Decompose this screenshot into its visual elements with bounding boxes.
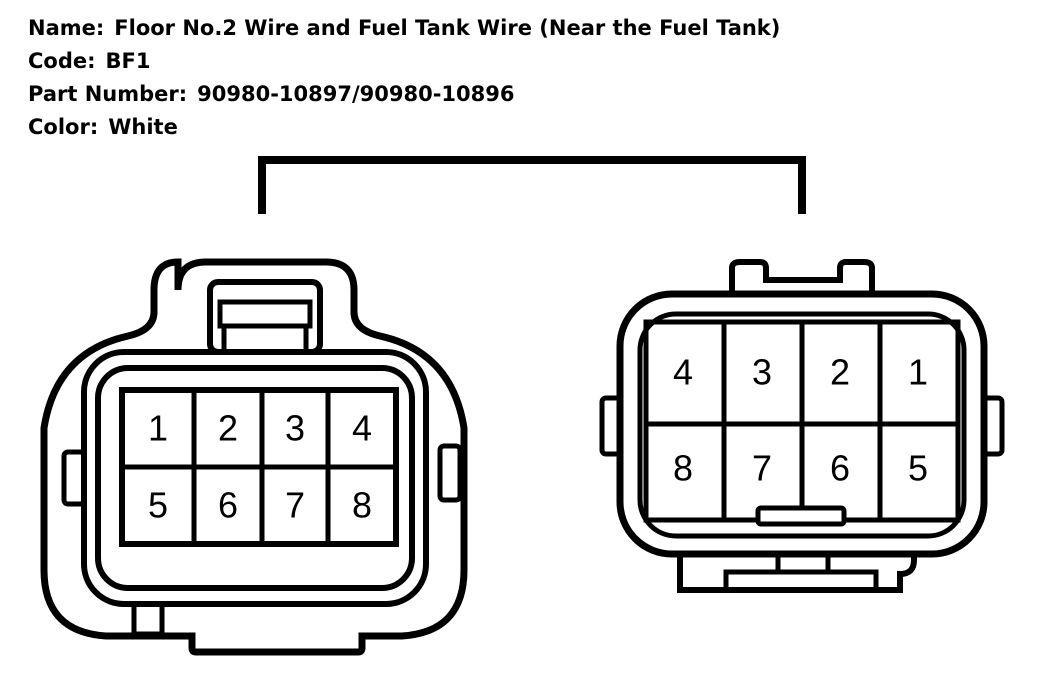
left-pin-label: 3 <box>285 408 305 449</box>
left-pin-label: 7 <box>285 485 305 526</box>
right-pin-label: 1 <box>908 352 928 393</box>
code-value: BF1 <box>105 49 151 73</box>
color-value: White <box>108 115 178 139</box>
left-pin-label: 5 <box>148 485 168 526</box>
pairing-bracket <box>258 156 806 214</box>
right-bottom-key <box>723 569 879 593</box>
left-pin-label: 6 <box>218 485 238 526</box>
left-connector <box>40 258 468 656</box>
part-number-row: Part Number: 90980-10897/90980-10896 <box>28 78 780 111</box>
right-pin-label: 4 <box>673 352 693 393</box>
right-bottom-rail <box>677 554 917 593</box>
left-side-key-left <box>61 449 87 507</box>
left-bottom-key <box>131 601 165 637</box>
left-housing-outline <box>40 258 468 656</box>
left-side-key-right <box>437 443 463 503</box>
color-row: Color: White <box>28 111 780 144</box>
right-housing-inner <box>637 311 967 539</box>
right-polarizing-key <box>755 505 847 527</box>
left-lock-tab <box>207 279 323 355</box>
left-lock-slot <box>217 299 313 329</box>
part-number-value: 90980-10897/90980-10896 <box>197 82 515 106</box>
right-pin-label: 3 <box>752 352 772 393</box>
code-label: Code: <box>28 49 96 73</box>
right-side-key-left <box>599 395 623 457</box>
name-row: Name: Floor No.2 Wire and Fuel Tank Wire … <box>28 12 780 45</box>
name-value: Floor No.2 Wire and Fuel Tank Wire (Near… <box>114 16 781 40</box>
right-pin-label: 2 <box>830 352 850 393</box>
left-pin-label: 8 <box>352 485 372 526</box>
connector-info: Name: Floor No.2 Wire and Fuel Tank Wire … <box>28 12 780 144</box>
name-label: Name: <box>28 16 105 40</box>
left-pin-labels: 1 2 3 4 5 6 7 8 <box>148 408 372 526</box>
right-pin-labels: 4 3 2 1 8 7 6 5 <box>673 352 928 489</box>
left-pin-label: 1 <box>148 408 168 449</box>
left-pin-label: 4 <box>352 408 372 449</box>
part-number-label: Part Number: <box>28 82 188 106</box>
right-pin-label: 7 <box>752 448 772 489</box>
code-row: Code: BF1 <box>28 45 780 78</box>
right-side-key-right <box>981 395 1005 457</box>
right-pin-label: 6 <box>830 448 850 489</box>
right-lock-tab <box>729 259 875 296</box>
left-pin-label: 2 <box>218 408 238 449</box>
right-connector <box>599 259 1005 593</box>
color-label: Color: <box>28 115 99 139</box>
right-pin-label: 8 <box>673 448 693 489</box>
right-pin-label: 5 <box>908 448 928 489</box>
left-housing-face <box>95 365 415 591</box>
